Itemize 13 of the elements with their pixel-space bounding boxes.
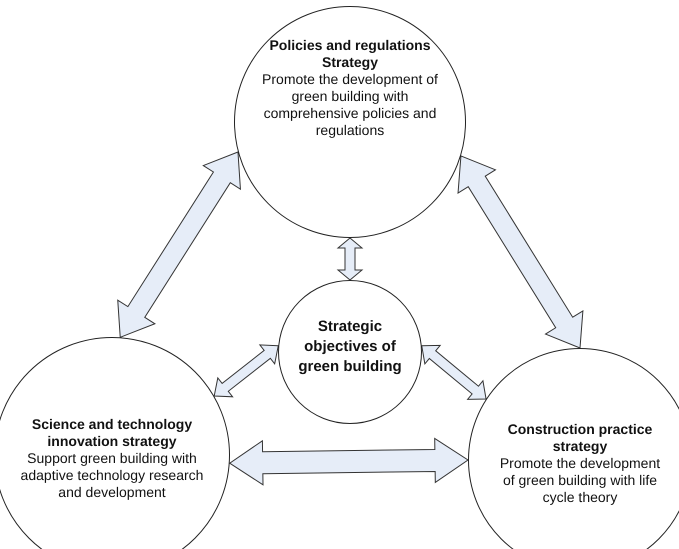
- double-arrow: [117, 151, 241, 338]
- strategy-heading: Science and technology innovation strategy: [30, 416, 194, 450]
- strategy-description: Promote the development of green building with life cycle theory: [498, 455, 662, 506]
- strategy-heading: Strategic objectives of green building: [297, 317, 403, 377]
- strategy-description: Support green building with adaptive technology research and development: [20, 450, 204, 501]
- strategy-heading: Policies and regulations Strategy: [268, 37, 432, 71]
- double-arrow: [214, 344, 279, 398]
- double-arrow: [336, 237, 364, 281]
- double-arrow: [421, 344, 487, 400]
- double-arrow: [228, 438, 469, 486]
- strategy-heading: Construction practice strategy: [506, 421, 654, 455]
- double-arrow: [457, 155, 584, 349]
- strategy-description: Promote the development of green building with comprehensive policies and regulations: [261, 71, 439, 139]
